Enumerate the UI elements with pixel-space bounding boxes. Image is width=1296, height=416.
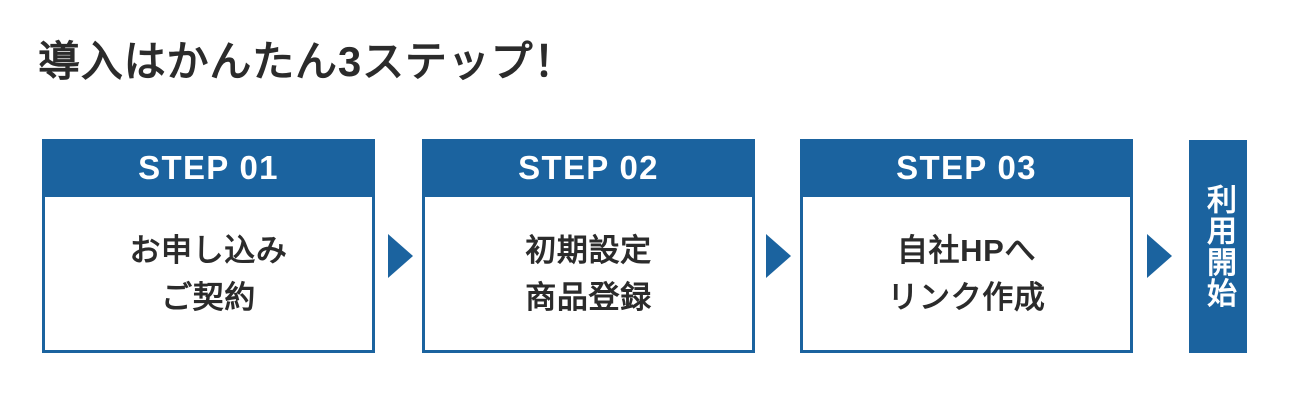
step-card-1: STEP 01 お申し込み ご契約 [42,139,375,353]
step-header-3: STEP 03 [800,139,1133,197]
step-card-2: STEP 02 初期設定 商品登録 [422,139,755,353]
step-body-line: ご契約 [161,279,256,315]
step-card-3: STEP 03 自社HPへ リンク作成 [800,139,1133,353]
step-body-3: 自社HPへ リンク作成 [803,197,1130,350]
step-body-line: 自社HPへ [896,232,1037,268]
final-block-label: 利用開始 [1202,184,1235,309]
triangle-right-icon [1147,234,1172,278]
step-body-1: お申し込み ご契約 [45,197,372,350]
step-body-line: リンク作成 [887,279,1046,315]
step-header-1: STEP 01 [42,139,375,197]
step-header-2: STEP 02 [422,139,755,197]
step-body-line: 初期設定 [525,232,652,268]
triangle-right-icon [766,234,791,278]
step-body-line: 商品登録 [525,279,652,315]
step-body-2: 初期設定 商品登録 [425,197,752,350]
triangle-right-icon [388,234,413,278]
page-title: 導入はかんたん3ステップ！ [38,38,577,85]
final-block: 利用開始 [1189,140,1247,353]
step-body-line: お申し込み [129,232,288,268]
